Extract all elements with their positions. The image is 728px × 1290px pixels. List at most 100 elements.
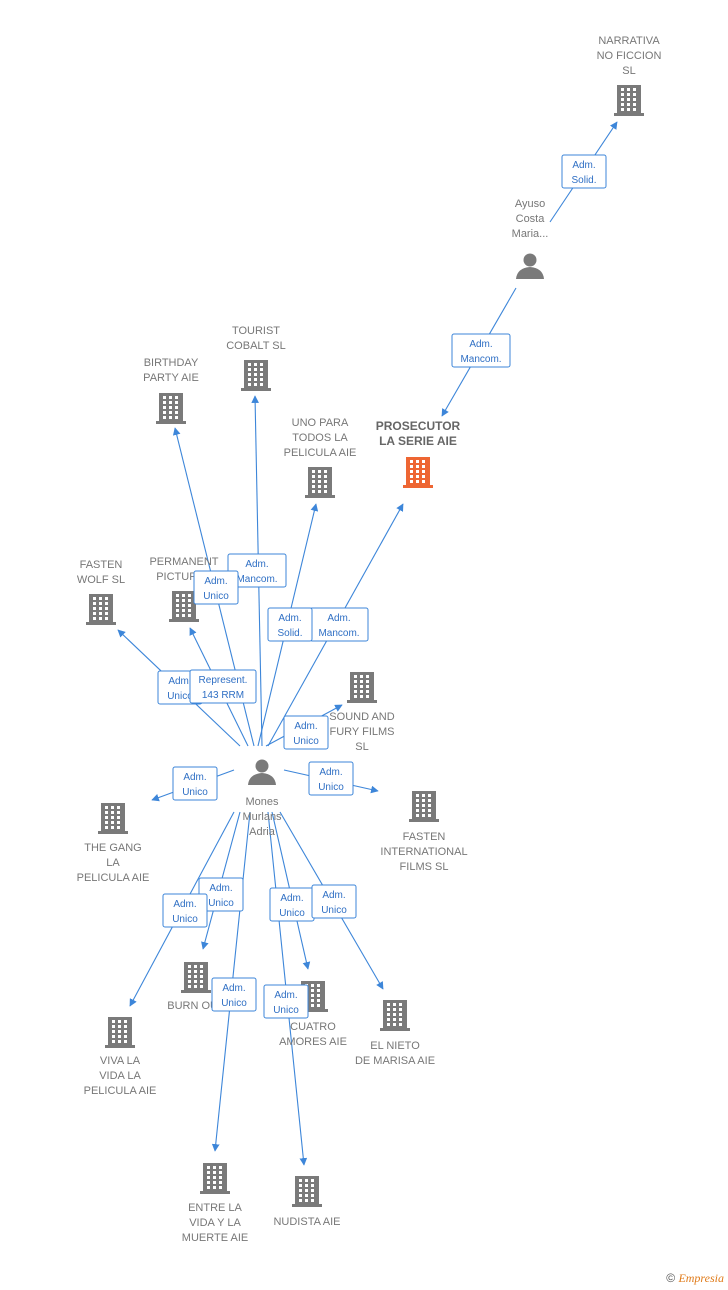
building-icon[interactable] bbox=[241, 360, 271, 391]
node-label-line: BURN OUT bbox=[167, 1000, 225, 1012]
relation-box bbox=[172, 766, 218, 801]
node-label-line: INTERNATIONAL bbox=[380, 846, 467, 858]
relation-label[interactable]: Adm.Solid. bbox=[561, 154, 607, 189]
node-label-line: PELICULA AIE bbox=[284, 447, 357, 459]
relation-text: Unico bbox=[172, 914, 198, 925]
node-label-line: THE GANG bbox=[84, 842, 141, 854]
relation-label[interactable]: Adm.Unico bbox=[198, 877, 244, 912]
relation-label[interactable]: Adm.Unico bbox=[172, 766, 218, 801]
relation-label[interactable]: Adm.Mancom. bbox=[451, 333, 511, 368]
relation-label[interactable]: Adm. Solid. bbox=[267, 607, 313, 642]
relation-label[interactable]: Adm.Unico bbox=[193, 570, 239, 605]
node-ayuso[interactable]: AyusoCostaMaria... bbox=[512, 198, 549, 279]
node-tourist[interactable]: TOURIST COBALT SL bbox=[226, 325, 286, 391]
building-icon[interactable] bbox=[614, 85, 644, 116]
relation-text: Solid. bbox=[571, 175, 596, 186]
relation-text: Adm. bbox=[294, 721, 317, 732]
node-nudista[interactable]: NUDISTA AIE bbox=[273, 1176, 341, 1228]
relation-text: Unico bbox=[203, 591, 229, 602]
node-label-line: Costa bbox=[516, 213, 546, 225]
person-icon[interactable] bbox=[516, 253, 544, 280]
node-label-line: Mones bbox=[245, 796, 279, 808]
relation-text: Unico bbox=[318, 782, 344, 793]
node-label-line: TOURIST bbox=[232, 325, 280, 337]
building-icon[interactable] bbox=[347, 672, 377, 703]
relation-label[interactable]: Adm.Unico bbox=[211, 977, 257, 1012]
relation-text: Solid. bbox=[277, 628, 302, 639]
relation-label[interactable]: Adm.Unico bbox=[269, 887, 315, 922]
brand-logo[interactable]: Empresia bbox=[678, 1271, 724, 1285]
building-icon[interactable] bbox=[409, 791, 439, 822]
node-label-line: PELICULA AIE bbox=[77, 872, 150, 884]
building-icon[interactable] bbox=[98, 803, 128, 834]
node-label-line: COBALT SL bbox=[226, 340, 286, 352]
relation-text: Unico bbox=[221, 998, 247, 1009]
node-label-line: SL bbox=[355, 741, 368, 753]
relation-text: Represent. bbox=[199, 675, 248, 686]
building-icon[interactable] bbox=[380, 1000, 410, 1031]
relation-text: Mancom. bbox=[236, 574, 277, 585]
relation-box bbox=[451, 333, 511, 368]
node-label-line: ENTRE LA bbox=[188, 1202, 242, 1214]
footer: © Empresia bbox=[666, 1271, 724, 1286]
relation-label[interactable]: Adm.Unico bbox=[263, 984, 309, 1019]
node-label-line: BIRTHDAY bbox=[144, 357, 199, 369]
relation-text: Adm. bbox=[209, 883, 232, 894]
relation-box bbox=[561, 154, 607, 189]
node-label-line: NARRATIVA bbox=[598, 35, 660, 47]
building-icon[interactable] bbox=[292, 1176, 322, 1207]
relation-text: Adm. bbox=[278, 613, 301, 624]
relation-label[interactable]: Represent.143 RRM bbox=[189, 669, 257, 704]
relation-label[interactable]: Adm. Mancom. bbox=[309, 607, 369, 642]
relation-text: Unico bbox=[273, 1005, 299, 1016]
node-label-line: PROSECUTOR bbox=[376, 419, 461, 433]
building-icon[interactable] bbox=[200, 1163, 230, 1194]
building-icon[interactable] bbox=[156, 393, 186, 424]
building-icon[interactable] bbox=[86, 594, 116, 625]
relation-text: Unico bbox=[293, 736, 319, 747]
building-icon[interactable] bbox=[181, 962, 211, 993]
relation-text: Adm. bbox=[173, 899, 196, 910]
building-icon[interactable] bbox=[305, 467, 335, 498]
building-icon[interactable] bbox=[169, 591, 199, 622]
node-label-line: AMORES AIE bbox=[279, 1036, 347, 1048]
relation-label[interactable]: Adm. Unico bbox=[283, 715, 329, 750]
relation-text: Mancom. bbox=[318, 628, 359, 639]
relation-text: Adm. bbox=[327, 613, 350, 624]
node-label-line: FURY FILMS bbox=[330, 726, 395, 738]
node-label-line: NO FICCION bbox=[597, 50, 662, 62]
relation-label[interactable]: Adm.Unico bbox=[311, 884, 357, 919]
node-label-line: Ayuso bbox=[515, 198, 545, 210]
node-label-line: PERMANENT bbox=[149, 556, 218, 568]
node-label-line: LA bbox=[106, 857, 120, 869]
relation-box bbox=[189, 669, 257, 704]
relation-text: Adm. bbox=[469, 339, 492, 350]
node-sound[interactable]: SOUND AND FURY FILMS SL bbox=[329, 672, 395, 753]
node-label-line: SOUND AND bbox=[329, 711, 394, 723]
building-icon[interactable] bbox=[105, 1017, 135, 1048]
relation-text: Adm. bbox=[245, 559, 268, 570]
building-icon[interactable] bbox=[403, 457, 433, 488]
relation-label[interactable]: Adm.Unico bbox=[308, 761, 354, 796]
relation-box bbox=[267, 607, 313, 642]
person-icon[interactable] bbox=[248, 759, 276, 786]
node-burn_out[interactable]: BURN OUT bbox=[167, 962, 225, 1012]
node-the_gang[interactable]: THE GANG LA PELICULA AIE bbox=[77, 803, 150, 884]
relation-label[interactable]: Adm. Unico bbox=[162, 893, 208, 928]
relation-text: Adm. bbox=[183, 772, 206, 783]
relation-box bbox=[211, 977, 257, 1012]
relation-text: Adm. bbox=[280, 893, 303, 904]
node-label-line: FASTEN bbox=[80, 559, 123, 571]
node-label-line: NUDISTA AIE bbox=[273, 1216, 340, 1228]
